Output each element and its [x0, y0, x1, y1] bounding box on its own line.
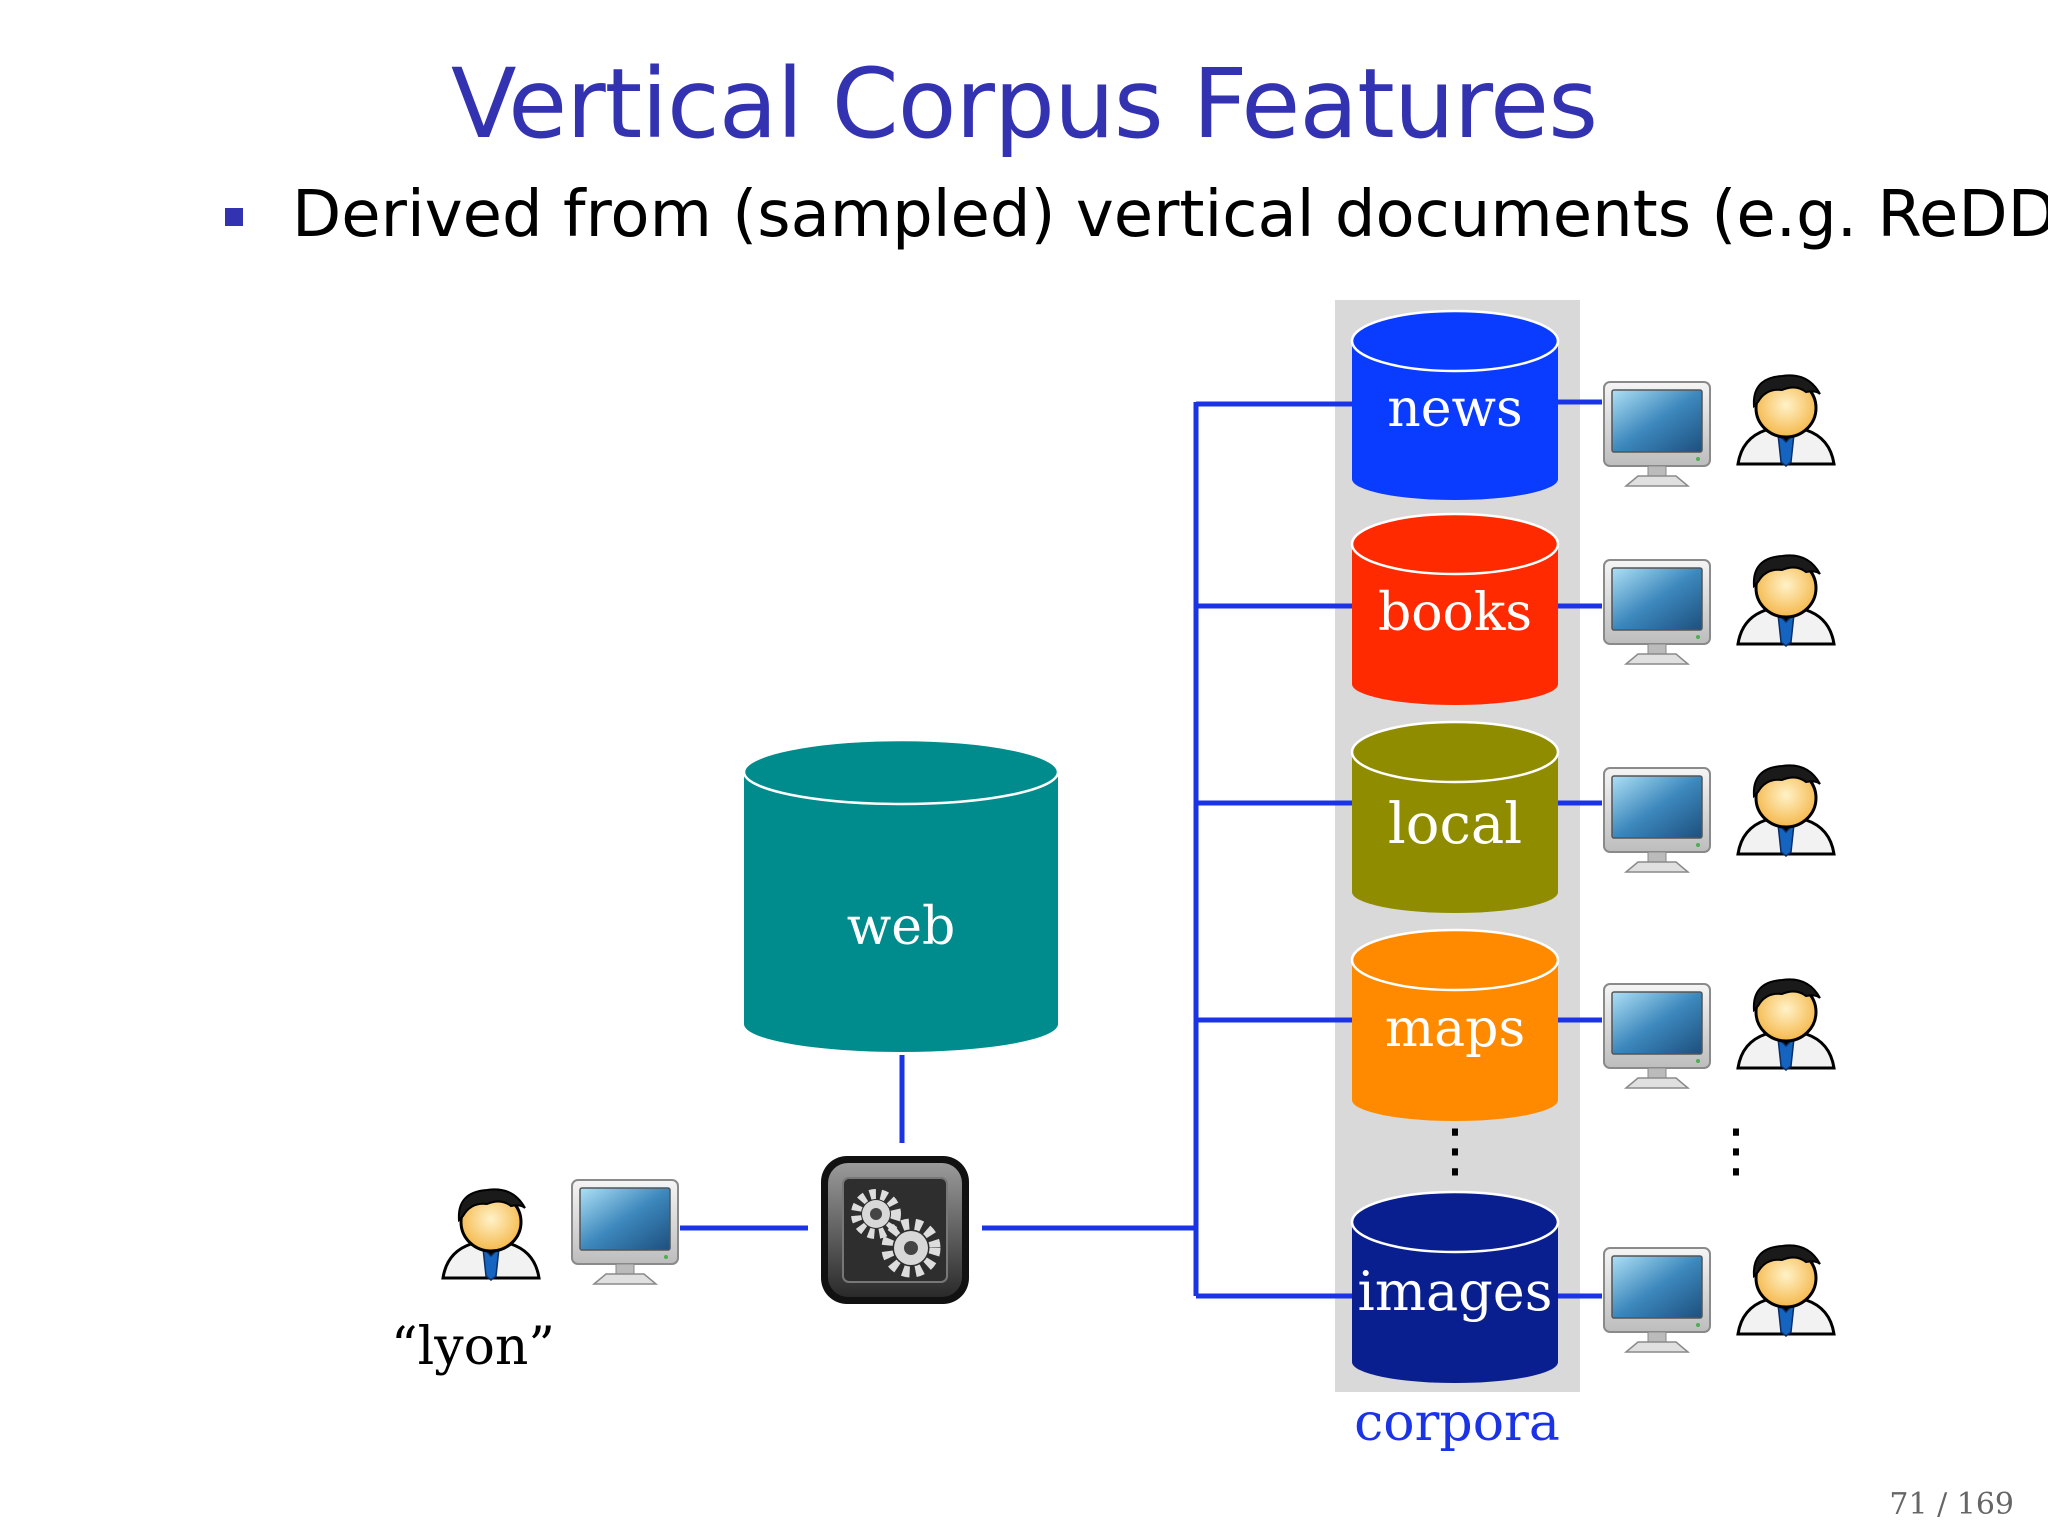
- corpora-ellipsis: ⋮: [1426, 1116, 1484, 1184]
- query-label: “lyon”: [391, 1317, 555, 1377]
- web-database: web: [742, 738, 1060, 1052]
- slide-title: Vertical Corpus Features: [450, 48, 1598, 160]
- computer-icon: [571, 1179, 679, 1285]
- bullet-marker: [225, 208, 243, 226]
- vertical-maps-database: maps: [1350, 928, 1560, 1121]
- computer-icon: [1603, 983, 1711, 1089]
- vertical-images-database: images: [1350, 1190, 1560, 1383]
- corpora-label: corpora: [1354, 1393, 1560, 1453]
- vertical-news-database: news: [1350, 309, 1560, 500]
- books-label: books: [1378, 583, 1532, 643]
- vertical-books-database: books: [1350, 512, 1560, 705]
- images-label: images: [1358, 1260, 1553, 1323]
- users-ellipsis: ⋮: [1707, 1116, 1765, 1184]
- computer-icon: [1603, 559, 1711, 665]
- bullet-text: Derived from (sampled) vertical document…: [292, 178, 2048, 252]
- local-label: local: [1388, 792, 1522, 857]
- page-number: 71 / 169: [1889, 1487, 2014, 1522]
- user-icon: [441, 1187, 541, 1282]
- computer-icon: [1603, 767, 1711, 873]
- computer-icon: [1603, 1247, 1711, 1353]
- web-label: web: [847, 897, 956, 957]
- gears-icon: [821, 1156, 969, 1304]
- maps-label: maps: [1385, 999, 1525, 1059]
- vertical-local-database: local: [1350, 720, 1560, 913]
- user-icon: [1736, 553, 1836, 648]
- connector-lines: [680, 399, 1602, 1299]
- user-icon: [1736, 1243, 1836, 1338]
- news-label: news: [1387, 379, 1522, 439]
- computer-icon: [1603, 381, 1711, 487]
- user-icon: [1736, 763, 1836, 858]
- user-icon: [1736, 373, 1836, 468]
- user-icon: [1736, 977, 1836, 1072]
